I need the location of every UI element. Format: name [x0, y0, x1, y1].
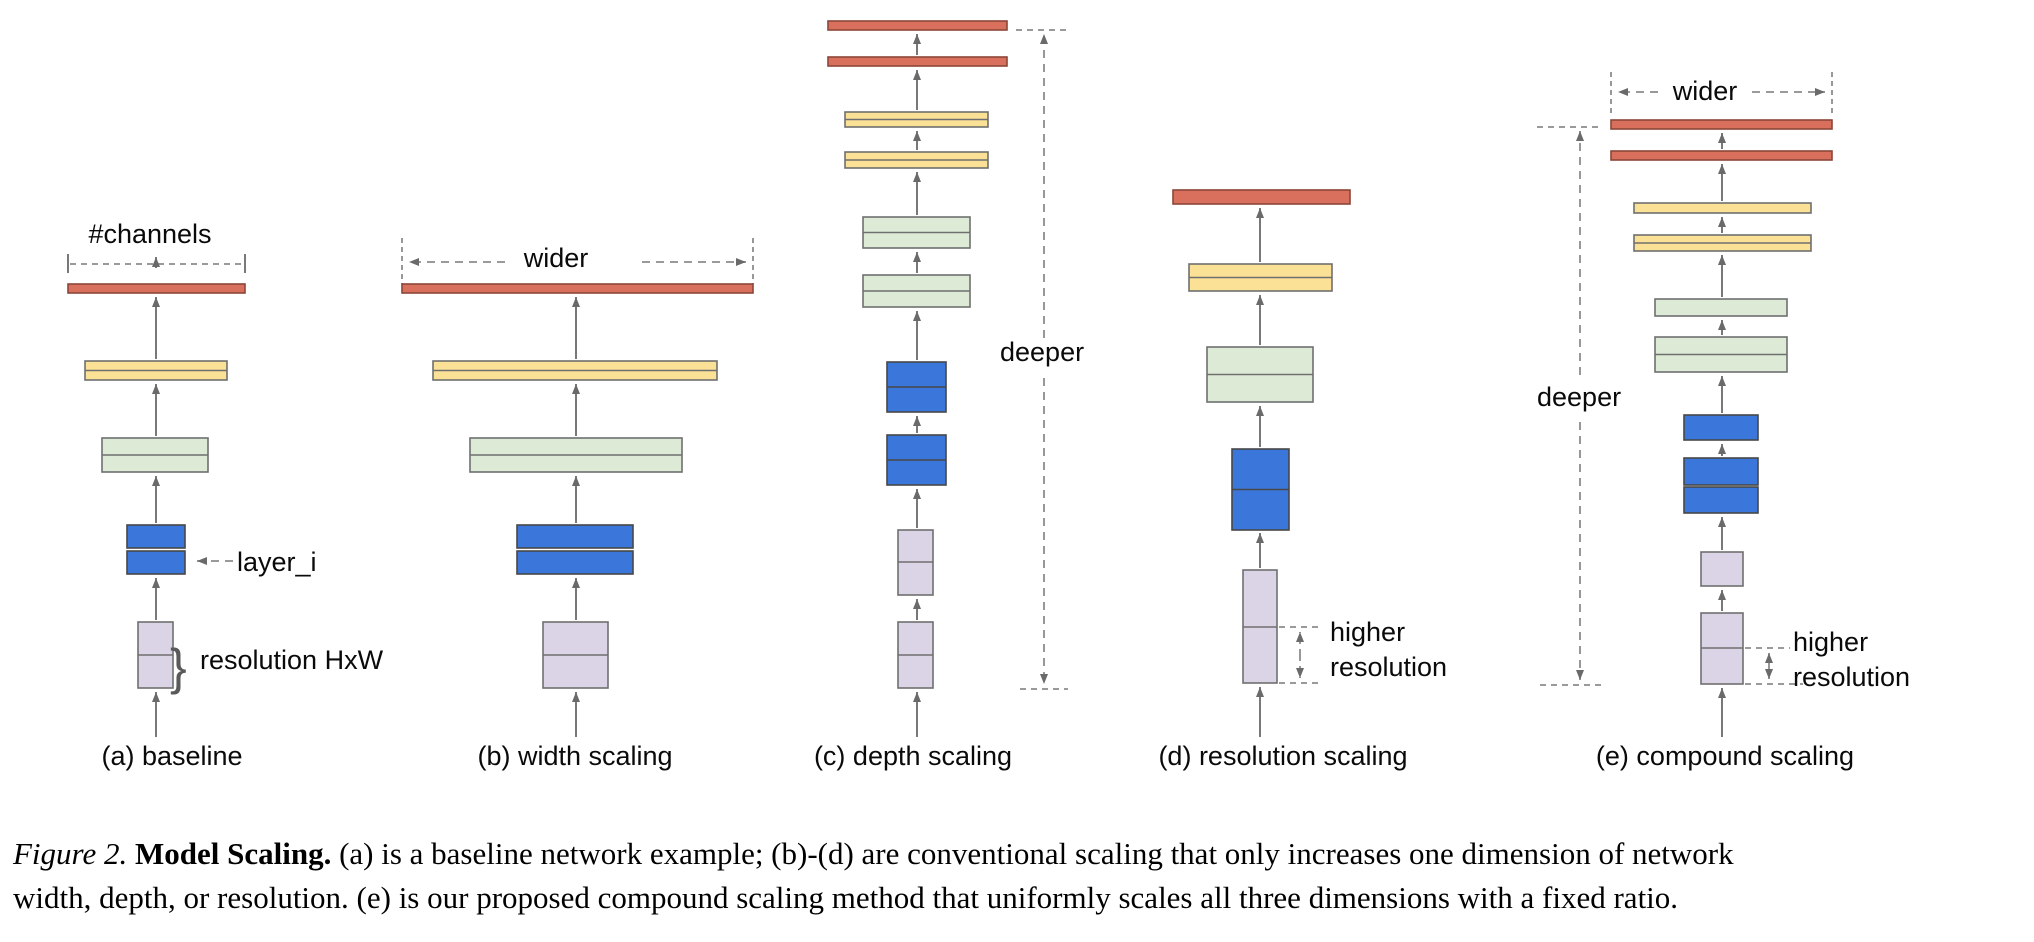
- blue-box: [1683, 486, 1759, 514]
- blue-box: [516, 524, 634, 549]
- purple-box: [1700, 551, 1744, 587]
- deeper-label: deeper: [1537, 382, 1621, 412]
- red-bar: [1172, 189, 1351, 205]
- wider-label: wider: [523, 243, 589, 273]
- resolution-hxw-label: resolution HxW: [200, 645, 384, 675]
- red-bar: [67, 283, 246, 294]
- wider-label: wider: [1672, 76, 1738, 106]
- panel-label-c: (c) depth scaling: [814, 741, 1012, 771]
- red-bar: [827, 20, 1008, 31]
- caption-figure-number: Figure 2.: [13, 836, 128, 871]
- resolution-brace: }: [170, 639, 187, 695]
- red-bar: [401, 283, 754, 294]
- caption-body-1: (a) is a baseline network example; (b)-(…: [339, 836, 1734, 871]
- caption-line-2: width, depth, or resolution. (e) is our …: [13, 876, 2029, 920]
- panel-label-e: (e) compound scaling: [1596, 741, 1854, 771]
- panel-baseline: #channels layer_i } resolution HxW (a) b…: [67, 219, 384, 771]
- model-scaling-figure: #channels layer_i } resolution HxW (a) b…: [67, 20, 1910, 771]
- caption-body-2: width, depth, or resolution. (e) is our …: [13, 880, 1679, 915]
- figure-caption: Figure 2. Model Scaling. (a) is a baseli…: [13, 832, 2029, 920]
- blue-box: [1683, 457, 1759, 486]
- red-bar: [1610, 150, 1833, 161]
- deeper-label: deeper: [1000, 337, 1084, 367]
- red-bar: [1610, 119, 1833, 130]
- layer-label: layer_i: [237, 547, 317, 577]
- caption-title: Model Scaling.: [134, 836, 332, 871]
- green-box: [1654, 298, 1788, 317]
- blue-box: [1683, 414, 1759, 441]
- panel-label-d: (d) resolution scaling: [1158, 741, 1407, 771]
- panel-resolution-scaling: higher resolution (d) resolution scaling: [1158, 189, 1447, 771]
- panel-width-scaling: wider (b) width scaling: [401, 238, 754, 771]
- higher-label: higher: [1793, 627, 1868, 657]
- resolution-label: resolution: [1330, 652, 1447, 682]
- panel-compound-scaling: wider deeper: [1537, 72, 1910, 771]
- red-bar: [827, 56, 1008, 67]
- blue-box: [126, 524, 186, 549]
- caption-line-1: Figure 2. Model Scaling. (a) is a baseli…: [13, 832, 2029, 876]
- yellow-bar: [1633, 202, 1812, 214]
- blue-box: [516, 550, 634, 575]
- panel-label-b: (b) width scaling: [477, 741, 672, 771]
- panel-depth-scaling: deeper (c) depth scaling: [814, 20, 1084, 771]
- higher-label: higher: [1330, 617, 1405, 647]
- panel-label-a: (a) baseline: [101, 741, 242, 771]
- channels-label: #channels: [88, 219, 211, 249]
- resolution-label: resolution: [1793, 662, 1910, 692]
- blue-box: [126, 550, 186, 575]
